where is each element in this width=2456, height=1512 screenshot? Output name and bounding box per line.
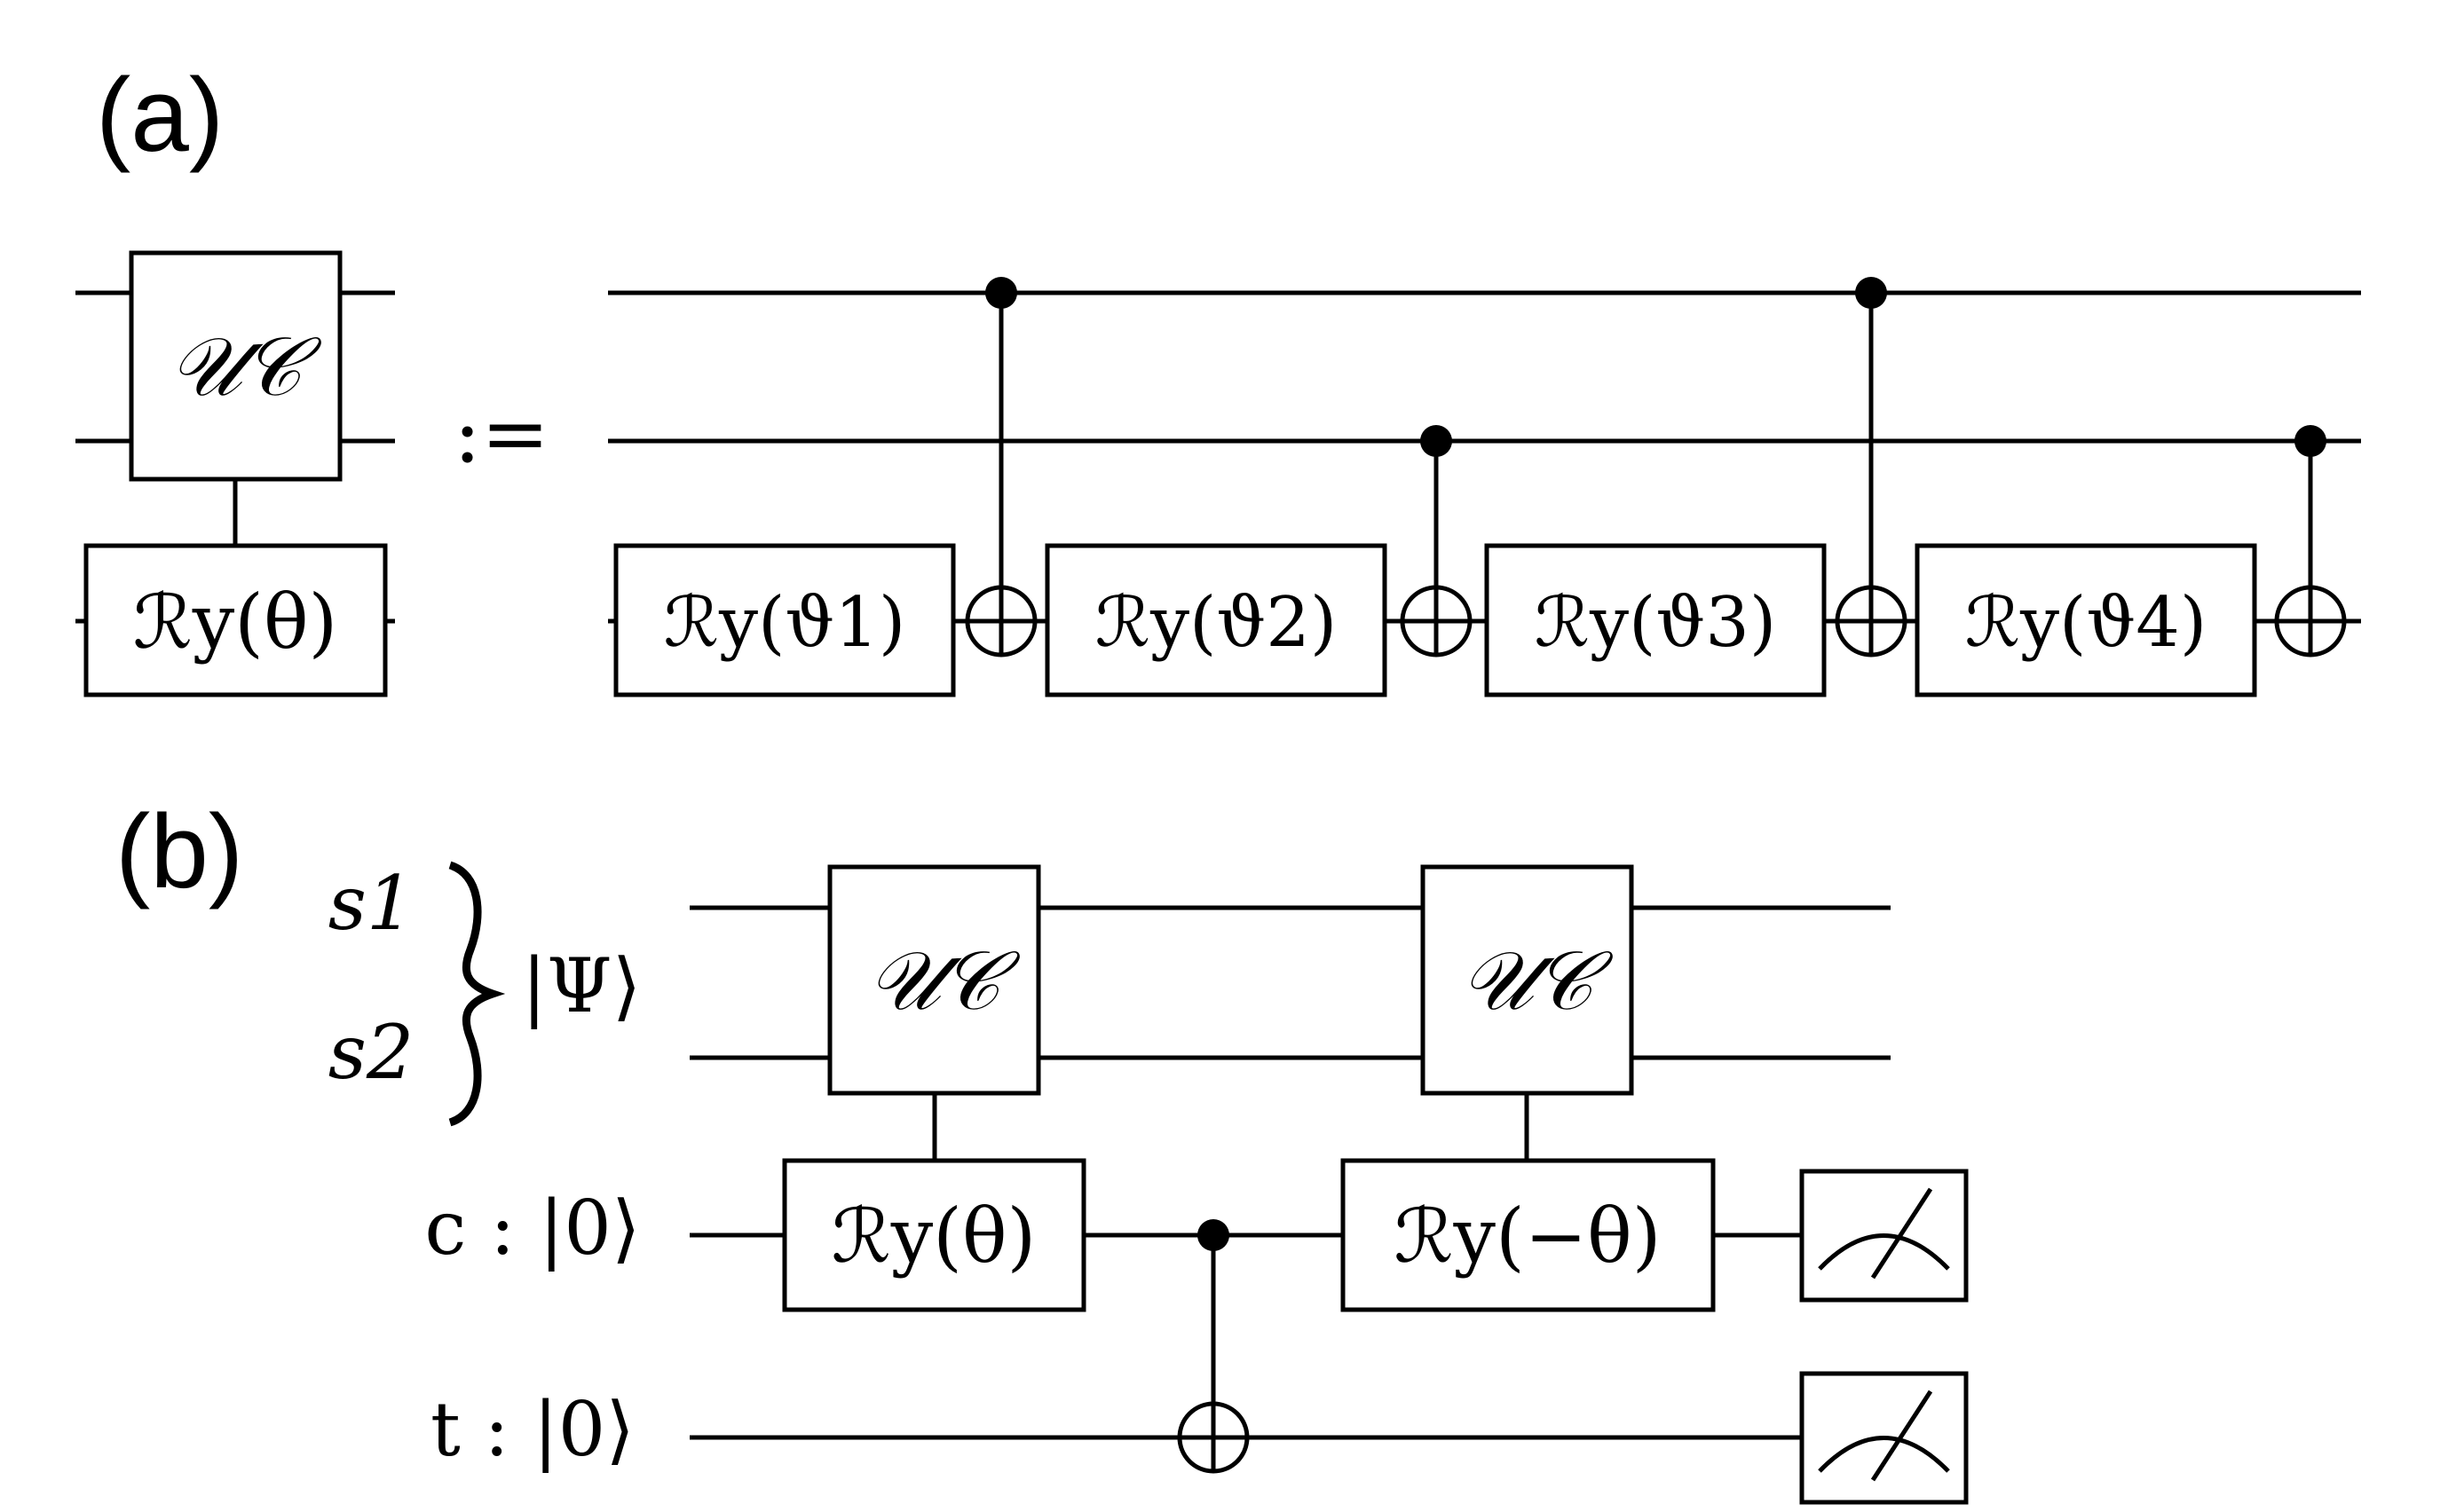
uc-gate-label: 𝒰𝒞 [169, 319, 322, 414]
uc-gate-1-label: 𝒰𝒞 [867, 933, 1021, 1028]
qubit-t-label: t : |0⟩ [430, 1386, 635, 1473]
psi-state-label: |Ψ⟩ [522, 942, 642, 1029]
ry-gate-1-label: ℛy(ϑ1) [664, 583, 906, 663]
ry-neg-gate-label: ℛy(−θ) [1394, 1193, 1662, 1280]
cnot-2-control-dot [1420, 425, 1452, 457]
ry-theta-gate-box [83, 543, 388, 697]
panel-b-label: (b) [115, 793, 243, 910]
ry-gate-3-label: ℛy(ϑ3) [1535, 583, 1777, 663]
uc-gate-box [129, 250, 343, 482]
ry-gate-3 [1484, 543, 1827, 697]
expanded-circuit: ℛy(ϑ1) ℛy(ϑ2) ℛy(ϑ3) ℛy(ϑ4) [608, 277, 2361, 697]
ry-gate-4-label: ℛy(ϑ4) [1965, 583, 2207, 663]
ry-gate-1 [613, 543, 956, 697]
qubit-c-label: c : |0⟩ [424, 1185, 640, 1272]
qubit-s2-label: s2 [328, 1009, 415, 1096]
ry-pos-gate [782, 1158, 1086, 1312]
meter-icon [1799, 1169, 1969, 1303]
cnot-ct-control-dot [1197, 1219, 1229, 1251]
cnot-1-control-dot [985, 277, 1017, 309]
qubit-s1-label: s1 [328, 860, 415, 947]
curly-brace [448, 861, 506, 1127]
uc-gate-2-label: 𝒰𝒞 [1460, 933, 1614, 1028]
circuit-b: 𝒰𝒞 ℛy(θ) 𝒰𝒞 ℛy(−θ) [690, 864, 1969, 1505]
ry-gate-2-label: ℛy(ϑ2) [1095, 583, 1338, 663]
ry-gate-2 [1045, 543, 1387, 697]
ry-theta-gate-label: ℛy(θ) [133, 579, 338, 665]
ry-pos-gate-label: ℛy(θ) [832, 1193, 1037, 1280]
compact-controlled-uc-block: 𝒰𝒞 ℛy(θ) [75, 250, 395, 697]
uc-gate-2 [1420, 864, 1634, 1096]
definition-symbol: := [454, 386, 549, 481]
panel-a-label: (a) [96, 57, 224, 174]
uc-gate-1 [827, 864, 1041, 1096]
cnot-4-control-dot [2294, 425, 2326, 457]
ry-neg-gate [1340, 1158, 1716, 1312]
meter-icon [1799, 1371, 1969, 1505]
ry-gate-4 [1915, 543, 2257, 697]
cnot-3-control-dot [1855, 277, 1887, 309]
